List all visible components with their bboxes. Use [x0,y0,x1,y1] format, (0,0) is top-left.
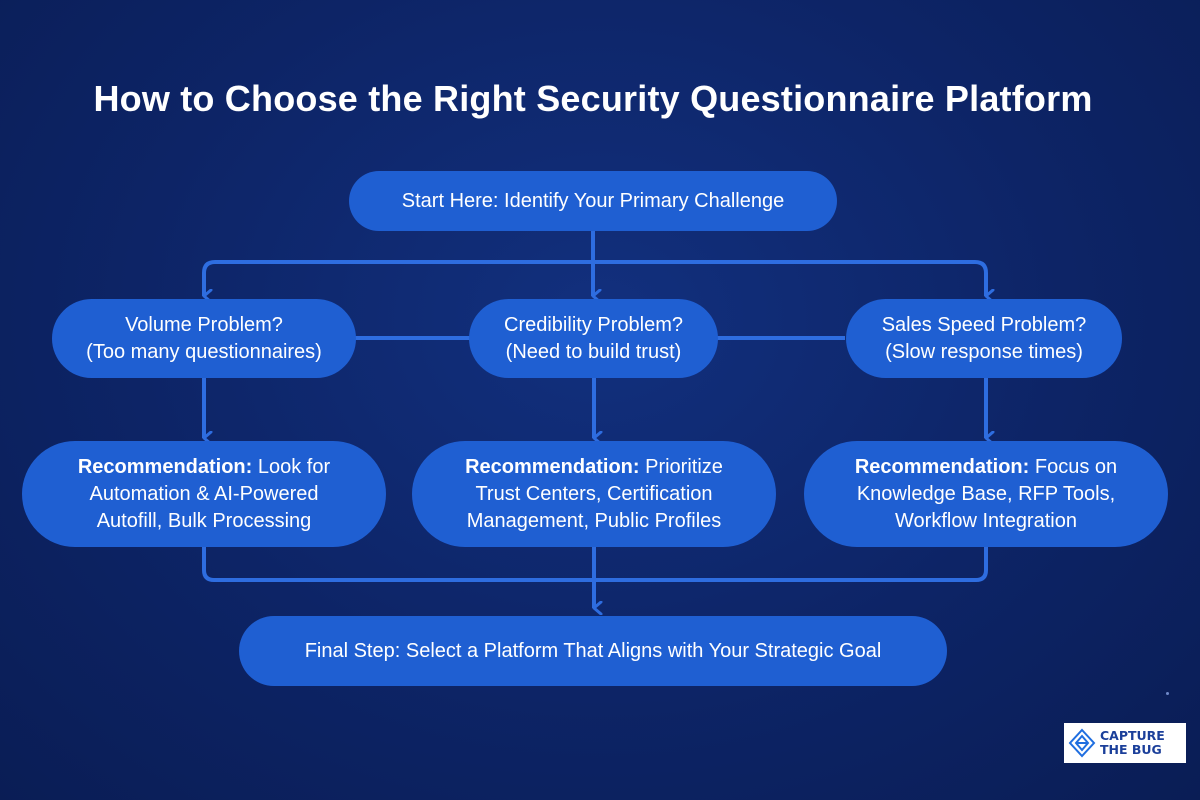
recommendation-node-credibility: Recommendation: Prioritize Trust Centers… [412,441,776,547]
recommendation-node-volume: Recommendation: Look for Automation & AI… [22,441,386,547]
recommendation-keyword: Recommendation: [854,455,1030,478]
recommendation-line-2: Automation & AI-Powered [89,482,319,505]
connector-merge-right [594,546,988,582]
connector-merge-left [202,546,594,582]
brand-logo-line-2: THE BUG [1100,742,1162,757]
problem-node-credibility: Credibility Problem? (Need to build trus… [469,299,718,378]
problem-node-volume: Volume Problem? (Too many questionnaires… [52,299,356,378]
recommendation-keyword: Recommendation: [465,455,640,478]
recommendation-line-1: Recommendation: Focus on [855,454,1117,481]
recommendation-line-3: Autofill, Bulk Processing [96,509,312,532]
final-node-label: Final Step: Select a Platform That Align… [304,639,882,662]
recommendation-keyword: Recommendation: [77,455,253,478]
recommendation-lead: Focus on [1034,455,1118,478]
recommendation-lead: Look for [257,455,331,478]
page-title: How to Choose the Right Security Questio… [93,78,1093,119]
decorative-dot [1166,692,1169,695]
recommendation-line-1: Recommendation: Prioritize [465,454,723,481]
diamond-logo-icon [1068,728,1096,758]
recommendation-line-3: Workflow Integration [895,509,1077,532]
brand-logo-line-1: CAPTURE [1100,728,1165,743]
connector-split-right [593,260,986,296]
problem-node-title: Volume Problem? [125,313,283,336]
connector-split-left [202,260,593,296]
recommendation-node-sales-speed: Recommendation: Focus on Knowledge Base,… [804,441,1168,547]
recommendation-lead: Prioritize [645,455,723,478]
brand-logo: CAPTURE THE BUG [1064,723,1186,763]
problem-node-subtitle: (Slow response times) [885,340,1083,363]
final-node: Final Step: Select a Platform That Align… [239,616,947,686]
problem-node-title: Credibility Problem? [504,313,683,336]
problem-node-subtitle: (Need to build trust) [505,340,682,363]
recommendation-line-2: Trust Centers, Certification [475,482,713,505]
brand-logo-text: CAPTURE THE BUG [1100,729,1165,757]
recommendation-line-2: Knowledge Base, RFP Tools, [856,482,1116,505]
start-node: Start Here: Identify Your Primary Challe… [349,171,837,231]
start-node-label: Start Here: Identify Your Primary Challe… [401,189,785,212]
problem-node-title: Sales Speed Problem? [881,313,1087,336]
recommendation-line-1: Recommendation: Look for [78,454,330,481]
problem-node-subtitle: (Too many questionnaires) [86,340,322,363]
problem-node-sales-speed: Sales Speed Problem? (Slow response time… [846,299,1122,378]
recommendation-line-3: Management, Public Profiles [466,509,722,532]
